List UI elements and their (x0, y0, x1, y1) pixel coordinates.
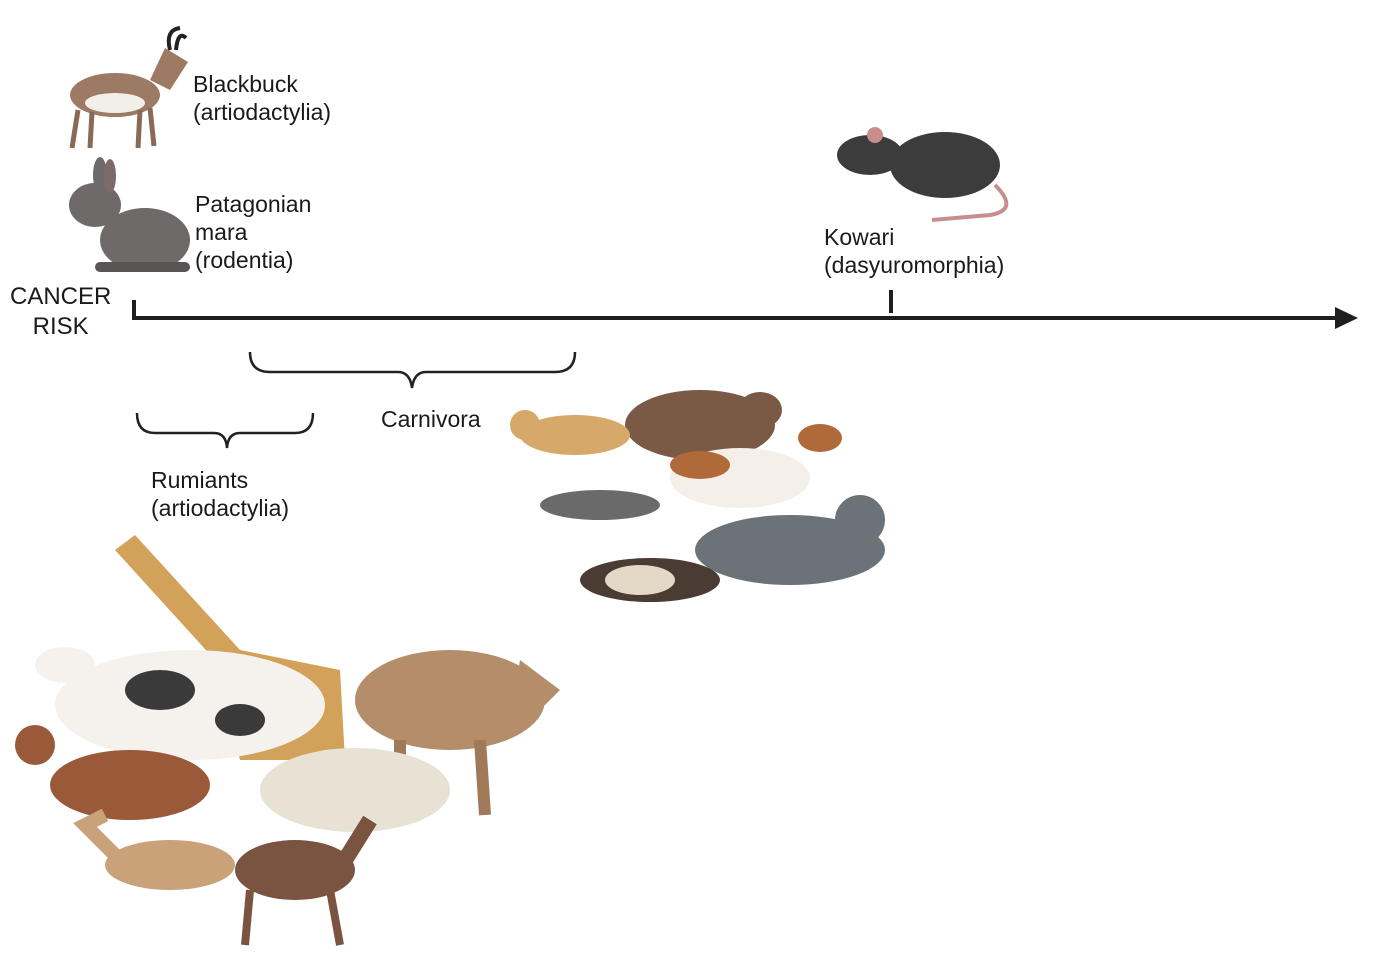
species-name: Patagonian mara (195, 191, 312, 245)
patagonian-mara-illustration (69, 157, 190, 272)
gazelle (105, 840, 235, 890)
blackbuck-illustration (69, 26, 188, 149)
species-order: (artiodactylia) (193, 99, 332, 125)
seal (695, 515, 885, 585)
zebu (355, 650, 545, 750)
carnivora-brace (248, 351, 577, 389)
species-order: (dasyuromorphia) (824, 252, 1005, 278)
cow (55, 650, 325, 760)
ruminants-brace (135, 412, 315, 449)
risk-axis (132, 290, 1358, 329)
species-order: (rodentia) (195, 247, 294, 273)
group-label-ruminants: Rumiants (artiodactylia) (151, 467, 290, 521)
kowari-illustration (837, 127, 1009, 222)
ruminant-illustrations (15, 535, 560, 946)
deer (235, 840, 355, 900)
carnivora-illustrations (510, 390, 885, 602)
axis-arrowhead (1335, 307, 1358, 329)
species-name: Blackbuck (193, 71, 298, 97)
axis-label-cancer-risk: CANCER RISK (10, 283, 112, 340)
group-label-carnivora: Carnivora (381, 406, 481, 432)
ocelot (520, 415, 630, 455)
bear (625, 390, 775, 460)
goat (50, 750, 210, 820)
species-name: Kowari (824, 224, 895, 250)
civet (540, 490, 660, 520)
sheep (260, 748, 450, 832)
species-label-kowari: Kowari (dasyuromorphia) (824, 223, 1004, 279)
species-label-patagonian-mara: Patagonian mara (rodentia) (195, 190, 311, 274)
species-label-blackbuck: Blackbuck (artiodactylia) (193, 70, 331, 126)
